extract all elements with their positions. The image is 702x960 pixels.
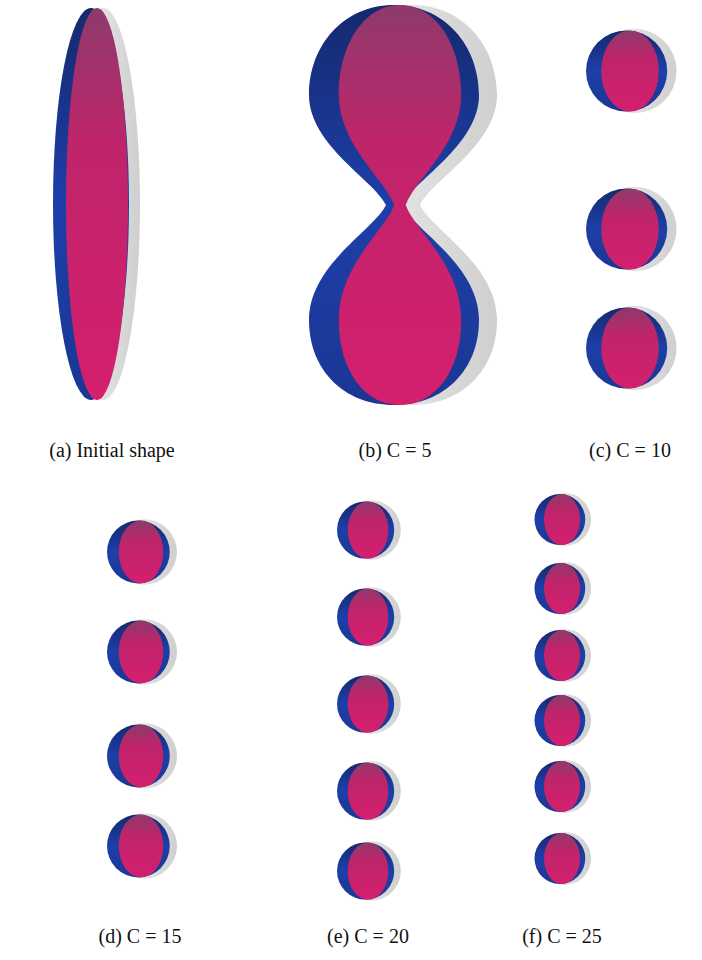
sphere-particles [107,519,177,878]
panel-caption: (a) Initial shape [49,439,175,462]
panel-caption: (f) C = 25 [522,925,602,948]
sphere-particles [586,29,677,391]
panel-caption: (d) C = 15 [99,925,182,948]
panel-caption: (e) C = 20 [327,925,409,948]
panel-caption: (b) C = 5 [359,439,432,462]
panel-caption: (c) C = 10 [589,439,671,462]
dumbbell-particle [309,5,497,405]
sphere-particles [337,500,401,901]
sphere-particles [535,493,592,885]
ellipsoid-particle [53,8,140,400]
